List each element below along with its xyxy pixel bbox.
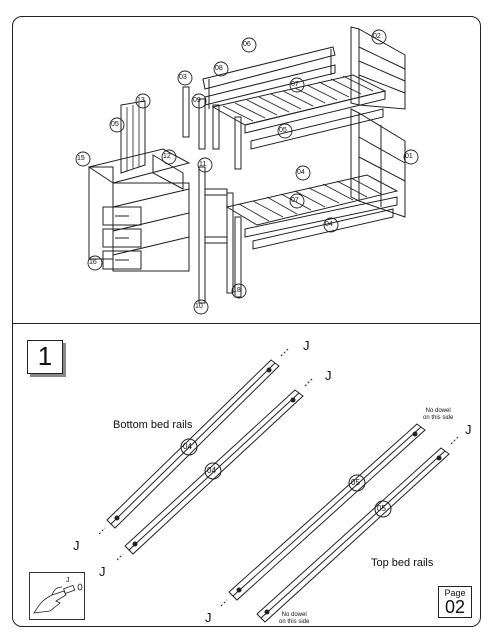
inset-j-marker: J bbox=[66, 577, 70, 584]
j-marker-2: J bbox=[325, 368, 332, 383]
part-label-08: 08 bbox=[215, 65, 223, 72]
part-label-07-lower: 07 bbox=[291, 197, 299, 204]
part-label-04-rail: 04 bbox=[325, 221, 333, 228]
top-rail-1 bbox=[220, 423, 426, 607]
dowel-insertion-inset: J bbox=[29, 572, 85, 620]
part-label-05-guard: 05 bbox=[111, 121, 119, 128]
page-number-box: Page 02 bbox=[438, 586, 472, 618]
bed-rails-drawing bbox=[98, 347, 460, 623]
no-dowel-note-top-line2: on this side bbox=[423, 415, 454, 421]
rail-label-05-a: 05 bbox=[351, 478, 360, 487]
j-marker-4: J bbox=[99, 564, 106, 579]
bunk-bed-exploded-drawing bbox=[75, 26, 419, 315]
part-label-13: 13 bbox=[137, 97, 145, 104]
j-marker-5: J bbox=[465, 422, 472, 437]
j-marker-6: J bbox=[205, 610, 212, 625]
part-label-15: 15 bbox=[77, 155, 85, 162]
part-label-03: 03 bbox=[179, 74, 187, 81]
part-label-01: 01 bbox=[405, 153, 413, 160]
j-marker-1: J bbox=[303, 338, 310, 353]
no-dowel-note-bottom-line1: No dowel bbox=[281, 612, 307, 618]
instruction-page-frame: 06 02 03 08 09 07 05 13 05 12 15 11 01 0… bbox=[12, 16, 481, 627]
j-marker-3: J bbox=[73, 538, 80, 553]
part-label-16: 16 bbox=[89, 259, 97, 266]
part-label-10: 10 bbox=[195, 303, 203, 310]
panel-divider bbox=[13, 323, 480, 324]
rail-label-04-b: 04 bbox=[207, 466, 216, 475]
top-rails-label: Top bed rails bbox=[371, 557, 434, 569]
part-label-07: 07 bbox=[291, 81, 299, 88]
part-label-18: 18 bbox=[233, 287, 241, 294]
page-word: Page bbox=[444, 588, 466, 598]
part-label-12: 12 bbox=[163, 153, 171, 160]
page-number: 02 bbox=[444, 597, 466, 617]
rail-label-04-a: 04 bbox=[183, 442, 192, 451]
no-dowel-note-bottom: No dowel on this side bbox=[279, 612, 309, 626]
part-label-06: 06 bbox=[243, 41, 251, 48]
part-label-11: 11 bbox=[199, 161, 207, 168]
no-dowel-note-bottom-line2: on this side bbox=[279, 619, 310, 625]
part-label-05-upper: 05 bbox=[279, 127, 287, 134]
part-label-09: 09 bbox=[193, 97, 201, 104]
step-number-box: 1 bbox=[27, 340, 63, 374]
bottom-rails-label: Bottom bed rails bbox=[113, 419, 193, 431]
no-dowel-note-top-line1: No dowel bbox=[425, 408, 451, 414]
part-label-02: 02 bbox=[373, 33, 381, 40]
part-label-04-top: 04 bbox=[297, 169, 305, 176]
top-rail-2 bbox=[256, 435, 460, 623]
rail-label-05-b: 05 bbox=[377, 504, 386, 513]
no-dowel-note-top: No dowel on this side bbox=[423, 408, 453, 422]
bottom-rail-1 bbox=[98, 347, 290, 535]
hand-dowel-icon bbox=[33, 583, 83, 614]
step-1-panel: 1 bbox=[13, 324, 480, 626]
exploded-view-panel: 06 02 03 08 09 07 05 13 05 12 15 11 01 0… bbox=[13, 17, 480, 323]
bottom-rail-2 bbox=[116, 377, 314, 561]
